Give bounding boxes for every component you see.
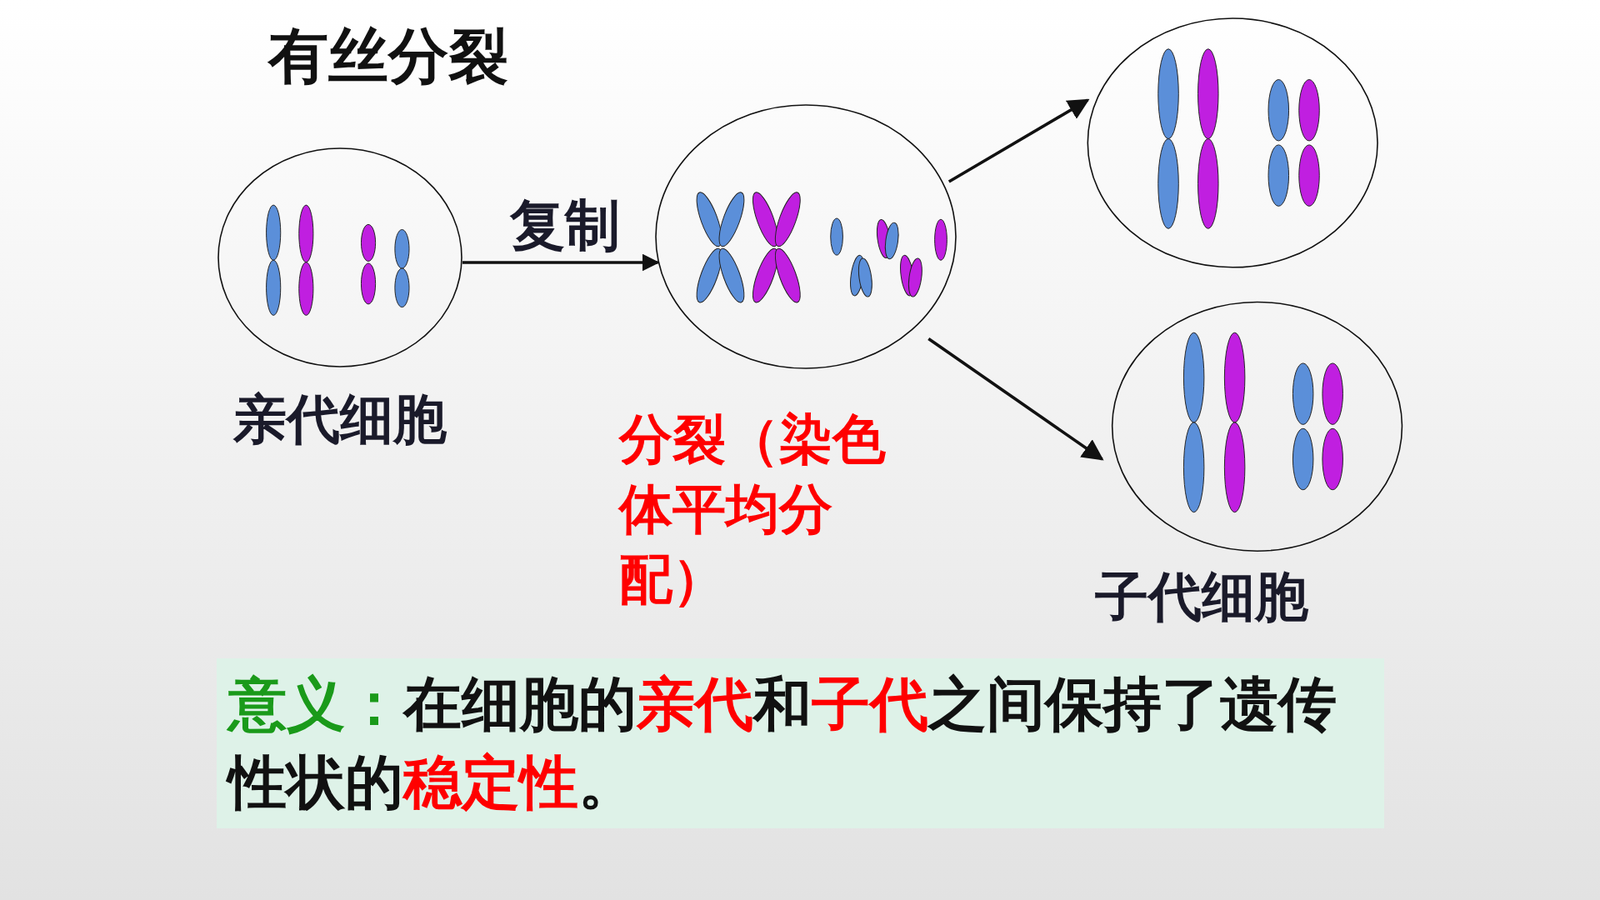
cell-outline <box>217 147 463 368</box>
cell-node: 亲代细胞 <box>217 147 463 368</box>
meaning-panel: 意义：在细胞的亲代和子代之间保持了遗传性状的稳定性。 <box>216 658 1385 829</box>
cell-label: 子代细胞 <box>1095 566 1309 629</box>
cell-label: 亲代细胞 <box>233 389 447 451</box>
meaning-text: 。 <box>578 748 637 817</box>
edge-label: 复制 <box>510 194 620 258</box>
division-arrow <box>928 339 1102 460</box>
chromosome <box>266 205 410 315</box>
meaning-text: 在细胞的 <box>403 670 637 739</box>
meaning-text: 意义： <box>228 670 404 739</box>
diagram-title: 有丝分裂 <box>268 21 509 91</box>
division-arrow <box>949 100 1089 182</box>
chromosome <box>1183 332 1343 513</box>
daughter-cell <box>1087 18 1378 268</box>
step-label: 分裂（染色体平均分配） <box>619 404 903 615</box>
process-arrow <box>462 260 659 265</box>
chromosome <box>1158 49 1320 230</box>
cell-outline <box>655 104 957 370</box>
meaning-text: 亲代 <box>636 670 754 739</box>
meaning-text: 稳定性 <box>403 748 579 817</box>
cell-node: 分裂（染色体平均分配） <box>655 104 957 370</box>
meaning-text: 子代 <box>811 670 929 739</box>
chromosome <box>691 190 947 305</box>
daughter-cell <box>1112 301 1403 551</box>
meaning-text: 和 <box>753 670 812 739</box>
